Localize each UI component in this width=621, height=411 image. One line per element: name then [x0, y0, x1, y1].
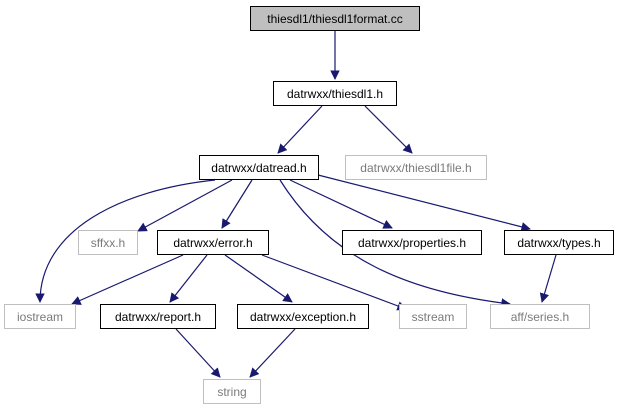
node-datrwxx-thiesdl1file-h[interactable]: datrwxx/thiesdl1file.h — [345, 155, 487, 180]
edge-error-to-exception — [224, 254, 293, 303]
edge-datread-to-error — [221, 179, 253, 229]
edge-datread-to-series — [279, 179, 511, 308]
edge-datread-to-types — [317, 174, 531, 232]
edge-datread-to-sffxx — [137, 179, 233, 232]
edge-datread-to-iostream — [35, 179, 216, 303]
edge-exception-to-string — [249, 328, 296, 378]
edge-error-to-iostream — [71, 254, 184, 305]
node-iostream[interactable]: iostream — [4, 304, 76, 329]
node-datrwxx-thiesdl1-h[interactable]: datrwxx/thiesdl1.h — [273, 81, 397, 106]
node-datrwxx-exception-h[interactable]: datrwxx/exception.h — [237, 304, 369, 329]
edge-error-to-report — [169, 254, 208, 303]
node-datrwxx-error-h[interactable]: datrwxx/error.h — [157, 230, 269, 255]
edge-types-to-series — [539, 254, 557, 303]
node-aff-series-h[interactable]: aff/series.h — [490, 304, 590, 329]
node-string[interactable]: string — [203, 379, 261, 404]
node-datrwxx-types-h[interactable]: datrwxx/types.h — [504, 230, 614, 255]
edge-thiesdl1h-to-datread — [277, 105, 323, 154]
node-sffxx-h[interactable]: sffxx.h — [78, 230, 138, 255]
edge-error-to-sstream — [261, 254, 407, 311]
node-thiesdl1format-cc[interactable]: thiesdl1/thiesdl1format.cc — [250, 6, 420, 31]
edge-report-to-string — [175, 328, 221, 378]
node-sstream[interactable]: sstream — [399, 304, 467, 329]
edge-datread-to-properties — [289, 179, 393, 229]
node-datrwxx-properties-h[interactable]: datrwxx/properties.h — [342, 230, 482, 255]
node-datrwxx-report-h[interactable]: datrwxx/report.h — [100, 304, 216, 329]
node-datrwxx-datread-h[interactable]: datrwxx/datread.h — [199, 155, 319, 180]
edge-thiesdl1h-to-thiesdl1file — [364, 105, 413, 154]
